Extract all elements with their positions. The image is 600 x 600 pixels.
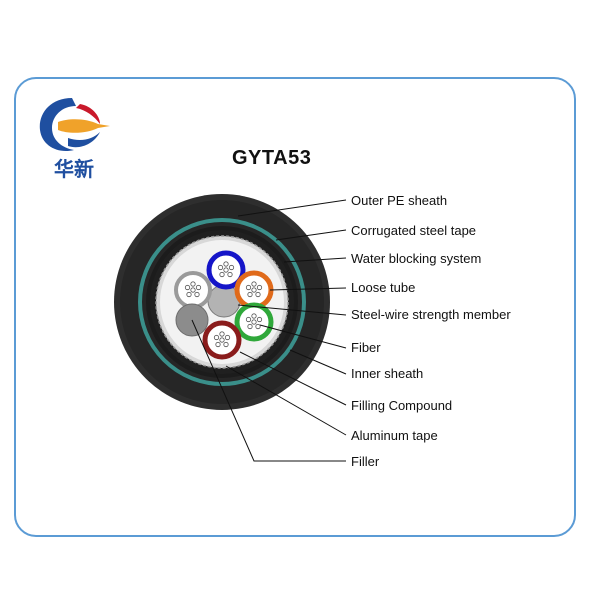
label-water-blocking-system: Water blocking system [351,251,481,266]
fiber-dot [213,334,220,341]
fiber-dot [245,284,252,291]
fiber-dot [223,261,229,267]
leader-outer-pe-sheath [237,199,347,217]
fiber-dot [256,316,263,323]
fiber-dot [223,267,229,273]
leader-loose-tube [269,287,347,291]
fiber-dot [255,323,261,330]
label-outer-pe-sheath: Outer PE sheath [351,193,447,208]
leader-water-blocking-system [283,257,347,263]
label-corrugated-steel-tape: Corrugated steel tape [351,223,476,238]
fiber-dot [184,284,191,291]
leader-filler [191,319,346,462]
label-aluminum-tape: Aluminum tape [351,428,438,443]
leader-inner-sheath [289,349,347,375]
label-steel-wire-strength-member: Steel-wire strength member [351,307,511,322]
leader-filling-compound [239,351,347,406]
fiber-dot [228,264,235,271]
aluminum-tape-corrugation [155,235,289,369]
leader-lines [191,199,347,462]
fiber-dot [224,334,231,341]
callout-labels: Outer PE sheath Corrugated steel tape Wa… [351,193,511,469]
fiber-dot [251,287,257,293]
fiber-dot [194,291,200,298]
fiber-dot [245,316,252,323]
fiber-dot [247,323,253,330]
rounded-frame [14,77,576,537]
fiber-dot [256,284,263,291]
fiber-dot [251,281,257,287]
logo-emblem-icon [39,98,110,152]
diagram-title: GYTA53 [232,147,312,169]
fiber-dot [251,313,257,319]
fiber-dot [219,331,225,337]
fiber-dot [217,264,224,271]
fiber-dot [186,291,192,298]
fiber-dot [219,337,225,343]
fiber-dot [190,281,196,287]
fiber-dot [251,319,257,325]
fiber-dot [219,271,225,278]
leader-aluminum-tape [225,365,347,436]
fiber-dot [195,284,202,291]
label-fiber: Fiber [351,340,381,355]
fiber-dot [215,341,221,348]
fibers [184,261,263,348]
corrugated-steel-tape [138,218,306,386]
label-loose-tube: Loose tube [351,280,415,295]
logo-text: 华新 [54,157,94,181]
fiber-dot [223,341,229,348]
leader-fiber [259,324,347,349]
label-filling-compound: Filling Compound [351,398,452,413]
leader-steel-wire-strength-member [237,304,347,316]
fiber-dot [255,291,261,298]
fiber-dot [227,271,233,278]
fiber-dot [190,287,196,293]
brand-logo: 华新 [39,98,110,181]
fiber-dot [247,291,253,298]
leader-corrugated-steel-tape [275,229,347,241]
label-filler: Filler [351,454,380,469]
label-inner-sheath: Inner sheath [351,366,423,381]
